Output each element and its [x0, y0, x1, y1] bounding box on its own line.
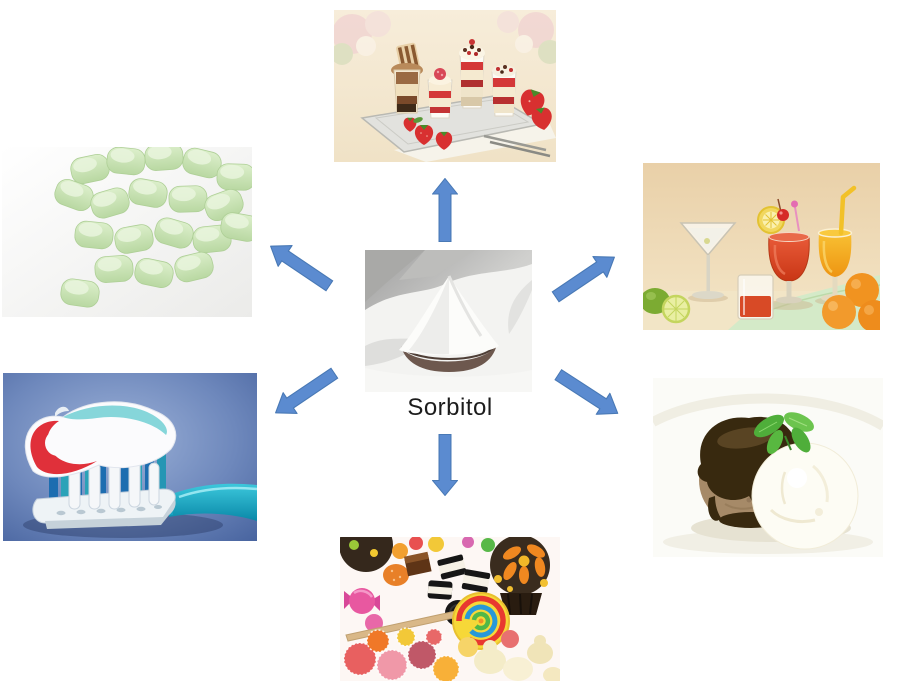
arrow-to-chewing-gum [263, 235, 337, 297]
sorbitol-powder-illustration [365, 250, 532, 392]
arrow-to-desserts [432, 178, 458, 242]
candies-illustration [340, 537, 560, 681]
ice-cream-photo [653, 378, 883, 557]
arrow-to-beverages [548, 246, 622, 308]
center-label: Sorbitol [407, 394, 493, 421]
arrow-to-candies [432, 434, 458, 496]
beverages-photo [643, 163, 880, 330]
arrow-to-toothpaste [268, 362, 342, 424]
desserts-photo [334, 10, 556, 162]
beverages-illustration [643, 163, 880, 330]
chewing-gum-illustration [2, 147, 252, 317]
desserts-illustration [334, 10, 556, 162]
candies-photo [340, 537, 560, 681]
chewing-gum-photo [2, 147, 252, 317]
toothpaste-illustration [3, 373, 257, 541]
sorbitol-powder-photo [365, 250, 532, 392]
toothpaste-photo [3, 373, 257, 541]
arrow-to-ice-cream [551, 363, 626, 424]
ice-cream-illustration [653, 378, 883, 557]
